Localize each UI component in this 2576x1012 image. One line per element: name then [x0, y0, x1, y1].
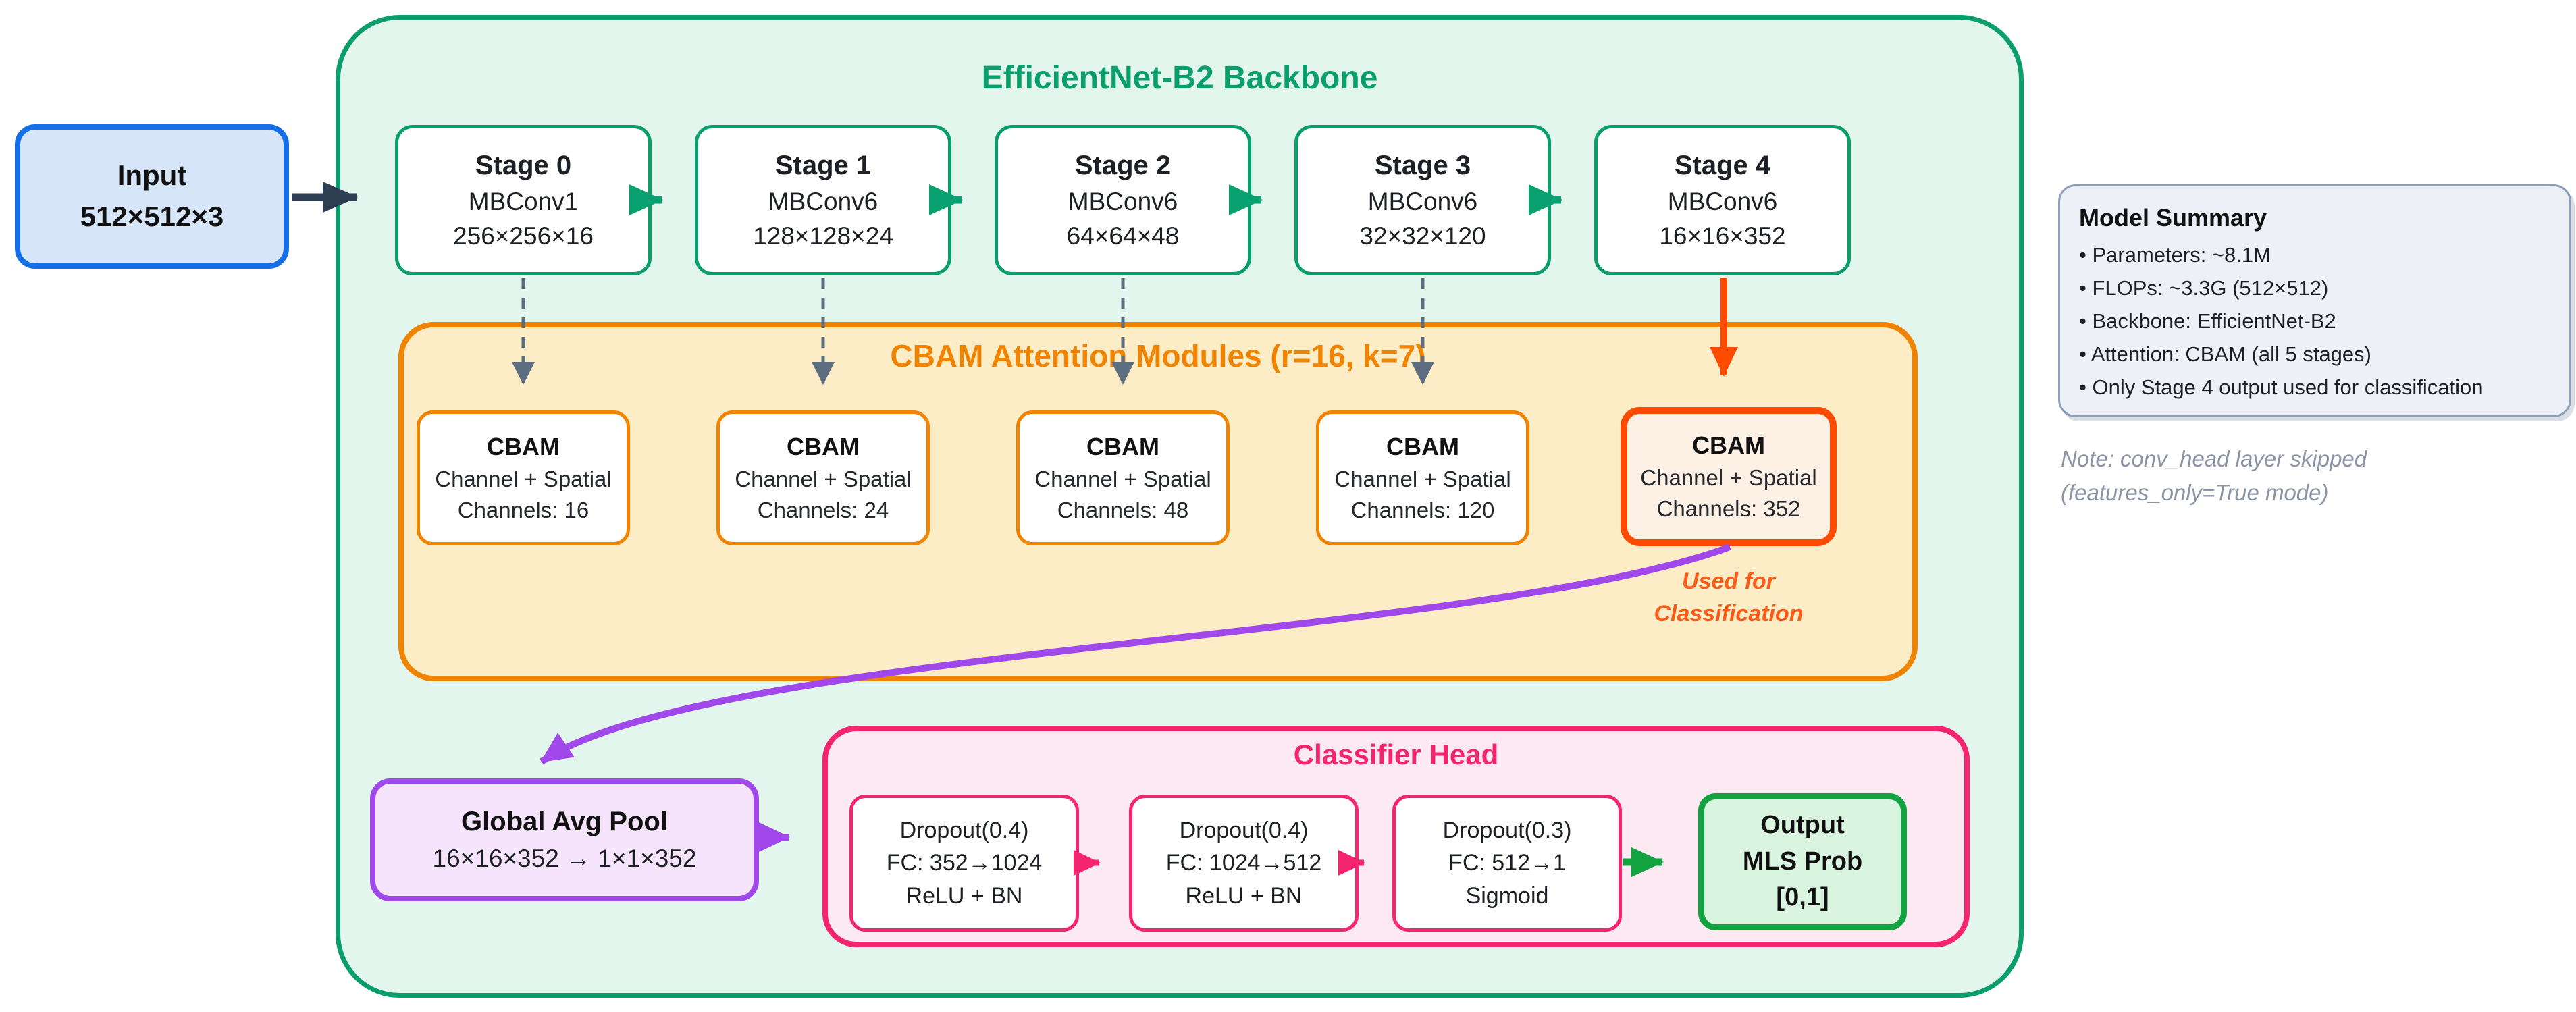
cbam-3-box: CBAM Channel + Spatial Channels: 120 [1316, 410, 1529, 545]
cbam-2-name: CBAM [1086, 432, 1159, 460]
fc-2-fc: FC: 512→1 [1448, 850, 1566, 876]
stage-0-shape: 256×256×16 [453, 222, 594, 250]
input-box: Input 512×512×3 [15, 124, 289, 269]
gap-shape: 16×16×352 → 1×1×352 [432, 845, 697, 873]
summary-item: • Parameters: ~8.1M [2079, 243, 2271, 267]
cbam-1-type: Channel + Spatial [735, 467, 912, 491]
fc-2-box: Dropout(0.3) FC: 512→1 Sigmoid [1392, 795, 1622, 932]
fc-2-dropout: Dropout(0.3) [1442, 818, 1572, 844]
cbam-1-channels: Channels: 24 [757, 498, 889, 523]
footnote: Note: conv_head layer skipped (features_… [2061, 446, 2367, 505]
stage-4-box: Stage 4 MBConv6 16×16×352 [1594, 125, 1851, 275]
stage-0-box: Stage 0 MBConv1 256×256×16 [395, 125, 652, 275]
stage-2-box: Stage 2 MBConv6 64×64×48 [995, 125, 1251, 275]
output-range: [0,1] [1776, 883, 1829, 912]
stage-4-shape: 16×16×352 [1659, 222, 1786, 250]
output-box: Output MLS Prob [0,1] [1698, 793, 1907, 930]
stage-4-block: MBConv6 [1667, 188, 1778, 216]
output-prob: MLS Prob [1742, 847, 1863, 876]
stage-3-box: Stage 3 MBConv6 32×32×120 [1294, 125, 1551, 275]
stage-0-block: MBConv1 [468, 188, 579, 216]
fc-1-fc: FC: 1024→512 [1165, 850, 1322, 876]
cbam-3-channels: Channels: 120 [1350, 498, 1495, 523]
cbam-0-box: CBAM Channel + Spatial Channels: 16 [417, 410, 630, 545]
fc-0-box: Dropout(0.4) FC: 352→1024 ReLU + BN [849, 795, 1079, 932]
cbam-1-box: CBAM Channel + Spatial Channels: 24 [716, 410, 930, 545]
stage-3-block: MBConv6 [1367, 188, 1478, 216]
input-shape: 512×512×3 [80, 201, 224, 232]
stage-3-shape: 32×32×120 [1359, 222, 1486, 250]
stage-1-box: Stage 1 MBConv6 128×128×24 [695, 125, 951, 275]
fc-1-act: ReLU + BN [1185, 882, 1303, 909]
cbam-2-type: Channel + Spatial [1034, 467, 1211, 491]
classifier-head-title: Classifier Head [1293, 739, 1499, 770]
cbam-1-name: CBAM [787, 432, 860, 460]
fc-2-act: Sigmoid [1465, 882, 1549, 909]
cbam-4-name: CBAM [1692, 431, 1765, 459]
stage-1-name: Stage 1 [774, 150, 872, 180]
fc-0-dropout: Dropout(0.4) [899, 818, 1029, 844]
fc-0-fc: FC: 352→1024 [886, 850, 1043, 876]
summary-item: • Only Stage 4 output used for classific… [2079, 375, 2483, 399]
stage-4-name: Stage 4 [1674, 150, 1771, 180]
summary-item: • Attention: CBAM (all 5 stages) [2079, 342, 2371, 366]
cbam-3-name: CBAM [1386, 432, 1459, 460]
cbam-title: CBAM Attention Modules (r=16, k=7) [890, 338, 1426, 373]
stage-3-name: Stage 3 [1374, 150, 1471, 180]
cbam-0-type: Channel + Spatial [435, 467, 612, 491]
cbam-2-channels: Channels: 48 [1057, 498, 1189, 523]
fc-1-dropout: Dropout(0.4) [1179, 818, 1309, 844]
summary-item: • FLOPs: ~3.3G (512×512) [2079, 275, 2329, 300]
global-avg-pool-box: Global Avg Pool 16×16×352 → 1×1×352 [370, 778, 759, 901]
stage-2-block: MBConv6 [1068, 188, 1178, 216]
model-summary-title: Model Summary [2079, 204, 2267, 232]
stage-2-shape: 64×64×48 [1066, 222, 1180, 250]
cbam-4-box-highlighted: CBAM Channel + Spatial Channels: 352 [1621, 407, 1837, 546]
stage-1-block: MBConv6 [768, 188, 878, 216]
input-label: Input [117, 159, 187, 192]
output-label: Output [1760, 810, 1845, 839]
cbam-2-box: CBAM Channel + Spatial Channels: 48 [1016, 410, 1230, 545]
cbam-0-channels: Channels: 16 [457, 498, 589, 523]
summary-item: • Backbone: EfficientNet-B2 [2079, 309, 2336, 333]
stage-2-name: Stage 2 [1074, 150, 1172, 180]
fc-0-act: ReLU + BN [905, 882, 1023, 909]
fc-1-box: Dropout(0.4) FC: 1024→512 ReLU + BN [1129, 795, 1359, 932]
backbone-title: EfficientNet-B2 Backbone [981, 60, 1378, 96]
cbam-3-type: Channel + Spatial [1334, 467, 1511, 491]
stage-1-shape: 128×128×24 [753, 222, 893, 250]
used-for-classification-label: Used for Classification [1654, 568, 1804, 627]
model-summary-panel: Model Summary • Parameters: ~8.1M • FLOP… [2058, 184, 2571, 417]
cbam-4-channels: Channels: 352 [1656, 496, 1801, 522]
gap-label: Global Avg Pool [461, 807, 668, 837]
cbam-0-name: CBAM [487, 432, 560, 460]
cbam-4-type: Channel + Spatial [1640, 465, 1817, 490]
stage-0-name: Stage 0 [475, 150, 572, 180]
